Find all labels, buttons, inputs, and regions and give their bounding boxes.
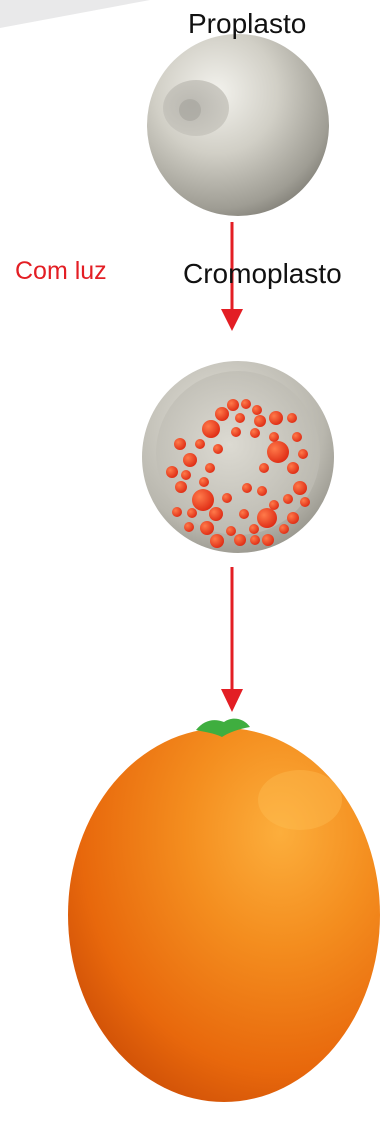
pigment-globule	[250, 428, 260, 438]
pigment-globule	[192, 489, 214, 511]
pigment-globule	[202, 420, 220, 438]
pigment-globule	[250, 535, 260, 545]
pigment-globule	[227, 399, 239, 411]
pigment-globule	[279, 524, 289, 534]
pigment-globule	[267, 441, 289, 463]
pigment-globule	[205, 463, 215, 473]
pigment-globule	[199, 477, 209, 487]
proplast-organelle	[147, 34, 329, 216]
pigment-globule	[200, 521, 214, 535]
pigment-globule	[183, 453, 197, 467]
pigment-globule	[210, 534, 224, 548]
pigment-globule	[239, 509, 249, 519]
pigment-globule	[287, 462, 299, 474]
pigment-globule	[262, 534, 274, 546]
pigment-globule	[269, 500, 279, 510]
pigment-globule	[166, 466, 178, 478]
proplast-label: Proplasto	[188, 10, 306, 38]
pigment-globule	[249, 524, 259, 534]
light-condition-label: Com luz	[15, 259, 107, 284]
pigment-globule	[195, 439, 205, 449]
orange-fruit	[68, 719, 380, 1102]
pigment-globule	[269, 432, 279, 442]
pigment-globule	[283, 494, 293, 504]
pigment-globule	[235, 413, 245, 423]
pigment-globule	[213, 444, 223, 454]
corner-shading	[0, 0, 150, 28]
pigment-globule	[222, 493, 232, 503]
pigment-globule	[254, 415, 266, 427]
pigment-globule	[300, 497, 310, 507]
pigment-globule	[257, 508, 277, 528]
pigment-globule	[172, 507, 182, 517]
pigment-globule	[209, 507, 223, 521]
pigment-globule	[269, 411, 283, 425]
pigment-globule	[187, 508, 197, 518]
pigment-globule	[259, 463, 269, 473]
pigment-globule	[226, 526, 236, 536]
pigment-globule	[293, 481, 307, 495]
pigment-globule	[287, 413, 297, 423]
pigment-globule	[241, 399, 251, 409]
pigment-globule	[257, 486, 267, 496]
pigment-globule	[215, 407, 229, 421]
pigment-globule	[181, 470, 191, 480]
chromoplast-label: Cromoplasto	[183, 260, 342, 288]
arrow-chromoplast-to-fruit	[221, 567, 243, 712]
pigment-globule	[231, 427, 241, 437]
pigment-globule	[174, 438, 186, 450]
chromoplast-organelle	[142, 361, 334, 553]
pigment-globule	[184, 522, 194, 532]
pigment-globule	[242, 483, 252, 493]
pigment-globule	[298, 449, 308, 459]
pigment-globule	[287, 512, 299, 524]
pigment-globule	[252, 405, 262, 415]
pigment-globule	[175, 481, 187, 493]
pigment-globule	[292, 432, 302, 442]
pigment-globule	[234, 534, 246, 546]
